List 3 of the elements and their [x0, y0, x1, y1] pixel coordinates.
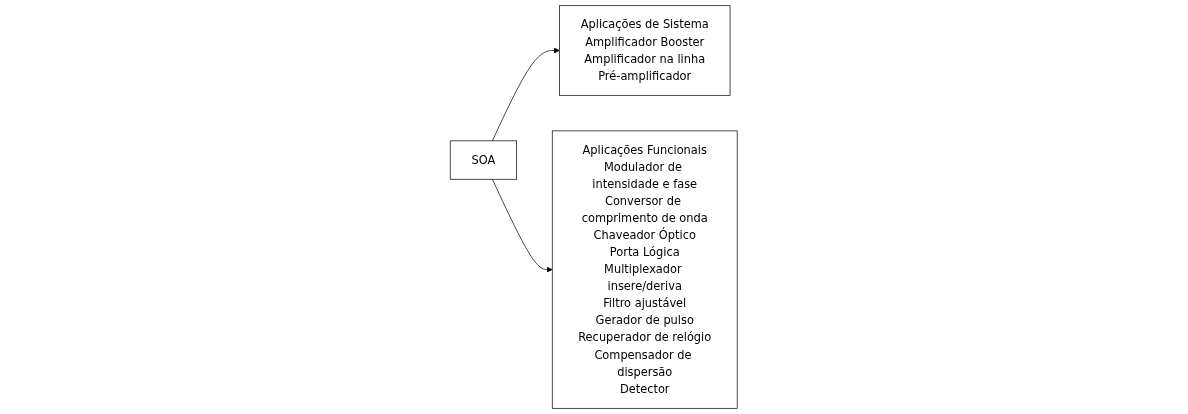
node-box: Aplicações de Sistema Amplificador Booster Amplificador na linha Pré-amplificador: [559, 5, 731, 96]
node-box: Aplicações Funcionais Modulador de intensidade e fase Conversor de comprimento de onda Chaveador Óptico Porta Lógica Multiplexador insere/deriva Filtro ajustável Gerador de pulso Recuperador de relógio Compensador de dispersão Detector: [552, 130, 738, 409]
node-box: SOA: [450, 140, 518, 180]
